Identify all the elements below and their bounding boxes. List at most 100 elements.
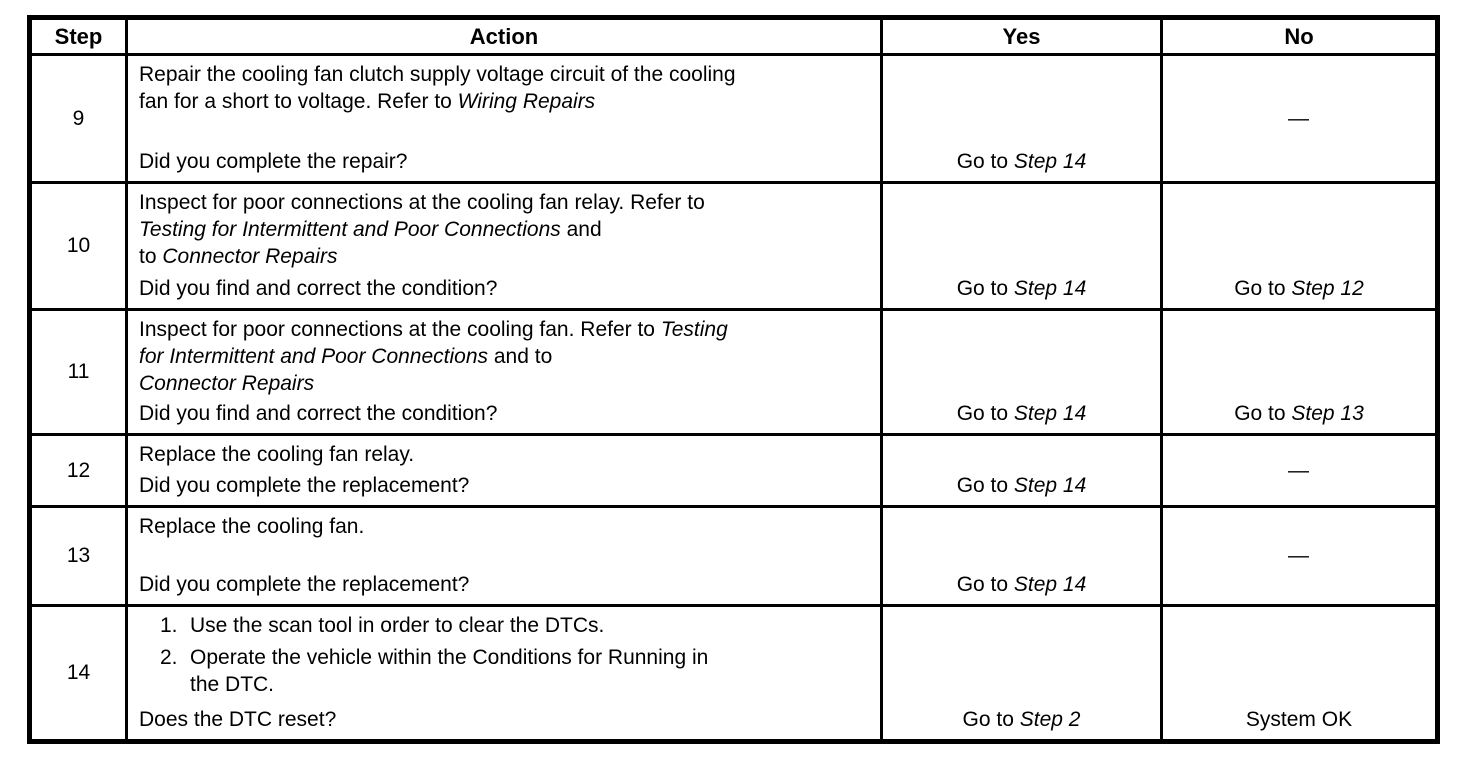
text-segment: fan for a short to voltage. Refer to [139, 90, 458, 113]
list-item-text: Use the scan tool in order to clear the … [190, 612, 872, 639]
text-segment: and to [488, 345, 553, 368]
action-text-line: to Connector Repairs [139, 243, 872, 270]
text-segment: Go to [956, 277, 1014, 300]
yes-cell: Go to Step 14 [880, 308, 1163, 436]
action-text-line: Use the scan tool in order to clear the … [190, 614, 605, 637]
italic-reference-text: for Intermittent and Poor Connections [139, 345, 489, 368]
no-cell: — [1160, 53, 1439, 184]
italic-reference-text: Step 2 [1019, 708, 1081, 731]
action-text-line: Inspect for poor connections at the cool… [139, 189, 872, 216]
text-segment: Go to [956, 402, 1014, 425]
goto-text: Go to Step 2 [885, 708, 1159, 732]
text-segment: and [560, 218, 602, 241]
action-text-line: Inspect for poor connections at the cool… [139, 316, 872, 343]
table-body: 9 Repair the cooling fan clutch supply vo… [28, 53, 1439, 743]
yes-cell: Go to Step 14 [880, 53, 1163, 184]
dash-placeholder: — [1165, 106, 1435, 131]
question-text: Did you find and correct the condition? [139, 277, 498, 300]
step-cell: 10 [28, 181, 128, 311]
action-text-line: Replace the cooling fan relay. [139, 441, 872, 468]
dash-placeholder: — [1165, 544, 1435, 568]
col-header-step: Step [28, 16, 128, 56]
goto-text: Go to Step 14 [885, 573, 1159, 597]
list-number: 2. [160, 646, 178, 669]
action-text-line: Testing for Intermittent and Poor Connec… [139, 216, 872, 243]
italic-reference-text: Connector Repairs [139, 372, 315, 395]
step-cell: 9 [28, 53, 128, 184]
action-cell: 1. Use the scan tool in order to clear th… [125, 604, 883, 743]
no-cell: System OK [1160, 604, 1439, 743]
table-row: 9 Repair the cooling fan clutch supply vo… [28, 53, 1439, 184]
question-text: Did you find and correct the condition? [139, 402, 498, 425]
yes-cell: Go to Step 14 [880, 433, 1163, 508]
list-item-text: Operate the vehicle within the Condition… [190, 644, 872, 698]
goto-text: Go to Step 14 [885, 402, 1159, 426]
action-text-line: fan for a short to voltage. Refer to Wir… [139, 88, 872, 115]
text-segment: Inspect for poor connections at the cool… [139, 318, 661, 341]
step-cell: 11 [28, 308, 128, 436]
col-header-yes: Yes [880, 16, 1163, 56]
text-segment: Replace the cooling fan. [139, 515, 365, 538]
dash-placeholder: — [1165, 458, 1435, 483]
text-segment: Repair the cooling fan clutch supply vol… [139, 63, 736, 86]
question-text: Does the DTC reset? [139, 708, 337, 731]
text-segment: Go to [956, 474, 1014, 497]
text-segment: System OK [1245, 708, 1353, 731]
col-header-action: Action [125, 16, 883, 56]
action-text-line: Operate the vehicle within the Condition… [190, 646, 709, 669]
no-cell: Go to Step 13 [1160, 308, 1439, 436]
italic-reference-text: Testing for Intermittent and Poor Connec… [139, 218, 561, 241]
italic-reference-text: Step 12 [1291, 277, 1364, 300]
action-cell: Inspect for poor connections at the cool… [125, 181, 883, 311]
italic-reference-text: Step 14 [1013, 150, 1087, 173]
list-number: 1. [160, 614, 178, 637]
text-segment: — [1288, 458, 1310, 482]
action-cell: Repair the cooling fan clutch supply vol… [125, 53, 883, 184]
italic-reference-text: Step 14 [1013, 277, 1087, 300]
no-cell: — [1160, 505, 1439, 607]
goto-text: Go to Step 12 [1165, 277, 1435, 301]
italic-reference-text: Step 14 [1013, 474, 1087, 497]
text-segment: Inspect for poor connections at the cool… [139, 191, 705, 214]
yes-cell: Go to Step 2 [880, 604, 1163, 743]
text-segment: — [1288, 106, 1310, 130]
text-segment: Go to [1234, 402, 1292, 425]
action-text-line: for Intermittent and Poor Connections an… [139, 343, 872, 370]
italic-reference-text: Connector Repairs [162, 245, 338, 268]
text-segment: Go to [956, 150, 1014, 173]
text-segment: Go to [1234, 277, 1292, 300]
question-text: Did you complete the repair? [139, 150, 408, 173]
action-cell: Inspect for poor connections at the cool… [125, 308, 883, 436]
step-cell: 12 [28, 433, 128, 508]
italic-reference-text: Testing [660, 318, 728, 341]
action-text-line: Repair the cooling fan clutch supply vol… [139, 61, 872, 88]
goto-text: Go to Step 14 [885, 474, 1159, 498]
action-cell: Replace the cooling fan relay.Did you co… [125, 433, 883, 508]
no-cell: Go to Step 12 [1160, 181, 1439, 311]
action-list-item: 1. Use the scan tool in order to clear th… [139, 612, 872, 639]
goto-text: System OK [1165, 708, 1435, 732]
text-segment: Go to [962, 708, 1020, 731]
text-segment: to [139, 245, 163, 268]
col-header-no: No [1160, 16, 1439, 56]
italic-reference-text: Step 14 [1013, 402, 1087, 425]
action-text-line: the DTC. [190, 673, 275, 696]
goto-text: Go to Step 14 [885, 150, 1159, 174]
no-cell: — [1160, 433, 1439, 508]
italic-reference-text: Wiring Repairs [457, 90, 596, 113]
action-text-line: Connector Repairs [139, 370, 872, 397]
yes-cell: Go to Step 14 [880, 181, 1163, 311]
action-list-item: 2. Operate the vehicle within the Conditi… [139, 644, 872, 698]
table-row: 11 Inspect for poor connections at the co… [28, 308, 1439, 436]
text-segment: Go to [956, 573, 1014, 596]
goto-text: Go to Step 14 [885, 277, 1159, 301]
question-text: Did you complete the replacement? [139, 573, 470, 596]
table-row: 10 Inspect for poor connections at the co… [28, 181, 1439, 311]
yes-cell: Go to Step 14 [880, 505, 1163, 607]
action-cell: Replace the cooling fan. Did you complete… [125, 505, 883, 607]
diagnostic-table: Step Action Yes No 9 Repair the cooling f… [27, 15, 1440, 744]
